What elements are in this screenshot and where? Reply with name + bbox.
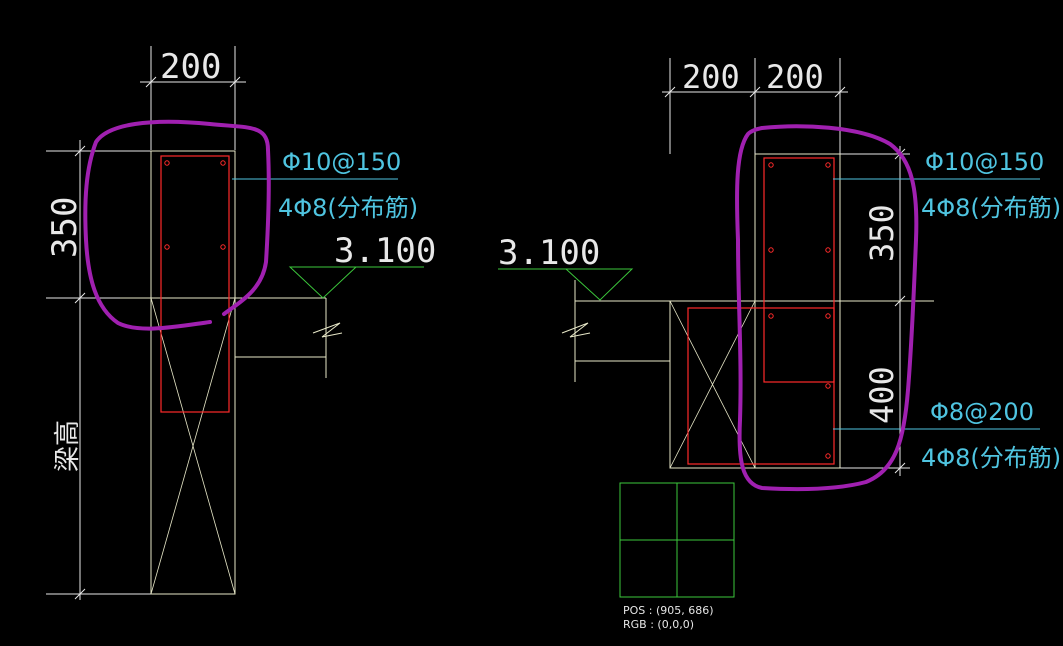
- left-height-dim-label: 350: [45, 197, 85, 258]
- left-rebar-dots: [164, 160, 226, 250]
- right-break-line: [561, 322, 591, 338]
- left-width-dimension: [140, 46, 246, 150]
- left-detail: 200 350 梁高: [45, 46, 436, 600]
- right-height-dimension: [832, 146, 934, 476]
- left-stirrup-label: Φ10@150: [282, 148, 401, 176]
- left-wall-outline: [120, 150, 327, 595]
- left-width-dim-label: 200: [160, 47, 221, 87]
- rgb-readout: RGB : (0,0,0): [623, 618, 694, 631]
- right-rebar-cage: [687, 157, 835, 465]
- right-detail: 200 200 350 400: [498, 58, 1061, 492]
- right-annotation-leaders: [833, 178, 1040, 430]
- right-elevation-marker: [498, 268, 634, 301]
- right-elevation-label: 3.100: [498, 233, 600, 273]
- left-markup-highlight: [83, 119, 271, 331]
- right-lower-distribution-label: 4Φ8(分布筋): [921, 444, 1061, 472]
- pos-readout: POS : (905, 686): [623, 604, 714, 617]
- right-rebar-dots: [768, 162, 831, 459]
- left-height-dimension: [46, 140, 152, 600]
- left-break-line: [312, 322, 343, 338]
- beam-height-label: 梁高: [53, 420, 83, 472]
- right-upper-stirrup-label: Φ10@150: [925, 148, 1044, 176]
- left-elevation-marker: [288, 266, 424, 299]
- right-upper-height-dim-label: 350: [863, 204, 901, 262]
- left-elevation-label: 3.100: [334, 231, 436, 271]
- right-width-dim-label-2: 200: [766, 58, 824, 96]
- right-upper-distribution-label: 4Φ8(分布筋): [921, 194, 1061, 222]
- right-markup-highlight: [735, 124, 919, 492]
- left-rebar-cage: [160, 155, 230, 413]
- right-lower-height-dim-label: 400: [863, 366, 901, 424]
- right-width-dimension: [662, 58, 848, 154]
- right-width-dim-label-1: 200: [682, 58, 740, 96]
- right-wall-outline: [574, 153, 934, 469]
- pixel-inspector-readout: POS : (905, 686) RGB : (0,0,0): [623, 604, 714, 632]
- left-beam-cross: [150, 297, 236, 595]
- pixel-inspector-magnifier: [619, 482, 735, 598]
- left-distribution-label: 4Φ8(分布筋): [278, 194, 418, 222]
- right-lower-stirrup-label: Φ8@200: [930, 398, 1034, 426]
